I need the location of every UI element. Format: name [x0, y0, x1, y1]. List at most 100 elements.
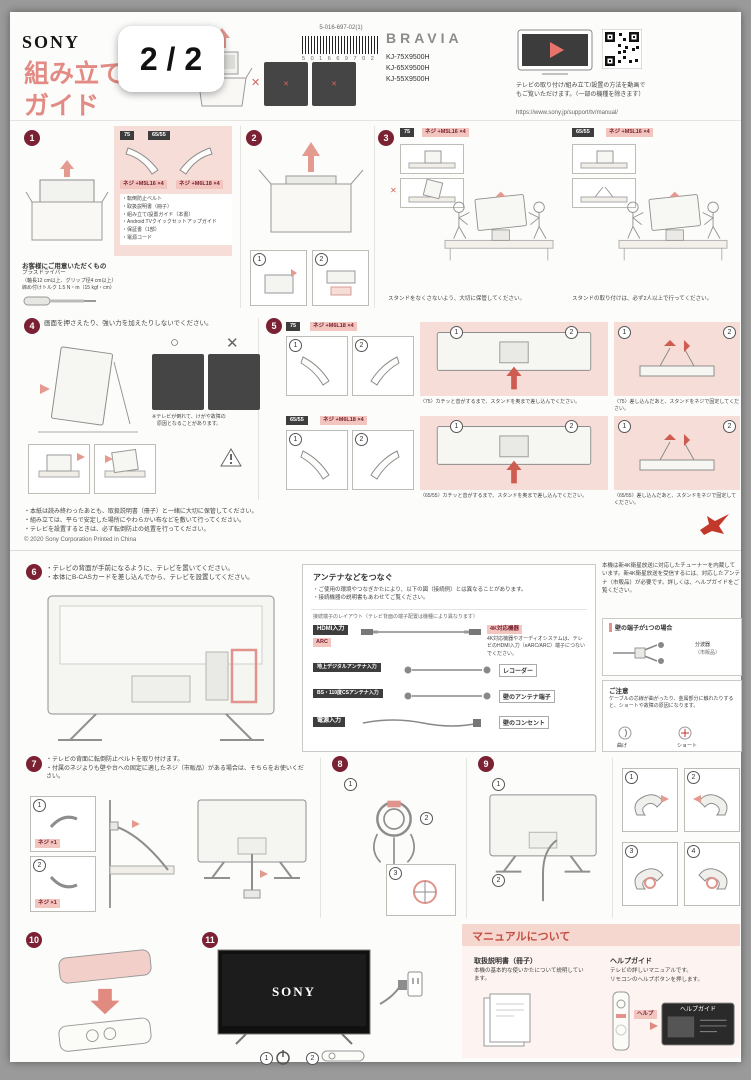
- step5-row1-note-left: 〈75〉カチッと音がするまで、スタンドを奥まで差し込んでください。: [420, 399, 581, 405]
- step3-right-caption: スタンドの取り付けは、必ず2人以上で行ってください。: [572, 296, 713, 302]
- tools-heading: お客様にご用意いただくもの: [22, 263, 107, 270]
- cable-clip-thumb: 3: [622, 842, 678, 906]
- stand-leg-icon: [300, 356, 330, 386]
- substep-number: 2: [306, 1052, 319, 1065]
- accessory-list: ・転倒防止ベルト ・取扱説明書（冊子） ・組み立て/設置ガイド（本書） ・And…: [120, 194, 232, 245]
- divider: [240, 126, 241, 308]
- step-number-8: 8: [332, 756, 348, 772]
- substep-number: 1: [344, 778, 357, 791]
- ng-mark: ✕: [226, 335, 239, 352]
- wrong-handling-photo-2: ✕: [312, 62, 356, 106]
- power-button-icon: [276, 1050, 290, 1065]
- step-number-5: 5: [266, 318, 282, 334]
- step-number-9: 9: [478, 756, 494, 772]
- short-circuit-icon: [678, 726, 692, 740]
- stand-leg-icon: [300, 450, 330, 480]
- substep-number: 3: [625, 845, 638, 858]
- screw-label: ネジ +M5L16 ×4: [606, 128, 653, 137]
- caution-box: ご注意 ケーブルの芯線が曲がったり、金属部分に触れたりすると、ショートや故障の原…: [602, 680, 742, 752]
- substep-number: 1: [253, 253, 266, 266]
- step7-bullet: ・付属のネジよりも壁や台への固定に適したネジ（市販品）がある場合は、そちらをお使…: [46, 765, 304, 781]
- size-badge-75: 75: [286, 322, 301, 332]
- tv-back-belt-icon: [197, 799, 307, 899]
- antenna-section: アンテナなどをつなぐ ・ご使用の環境やつなぎかたにより、以下の図（接続例）とは異…: [302, 564, 596, 752]
- x-mark-icon: ✕: [331, 81, 337, 88]
- substep-number: 4: [687, 845, 700, 858]
- x-mark-icon: ✕: [283, 81, 289, 88]
- cable-clip-thumb: 4: [684, 842, 740, 906]
- manual-page: SONY 組み立て/設置 ガイド ✕ ✕ ✕ 5-016-697-02(1) 5…: [10, 12, 742, 1065]
- divider: [374, 126, 375, 308]
- stand-screw-panel: 1 2: [614, 322, 740, 396]
- step6-bullet: ・本体にB-CASカードを差し込んでから、テレビを設置してください。: [46, 574, 254, 582]
- placement-ok-thumb: [572, 144, 636, 174]
- wall-anchor-icon: [109, 800, 175, 908]
- splitter-icon: [613, 642, 664, 664]
- step4-detail-thumb: [94, 444, 156, 494]
- new4k-paragraph: 本機は新4K衛星放送に対応したチューナーを内蔵しています。新4K衛星放送を受信す…: [602, 563, 740, 594]
- step-number-2: 2: [246, 130, 262, 146]
- stand-leg-icon: [179, 147, 213, 175]
- screw-label: ネジ ×1: [35, 839, 60, 848]
- caution-triangle-icon: [220, 448, 242, 467]
- ok-mark: ○: [170, 334, 180, 351]
- stand-part-thumb: 2: [352, 430, 414, 490]
- size-badge-75: 75: [120, 131, 135, 141]
- stand-part-thumb: 1: [286, 430, 348, 490]
- stand-insert-panel: 1 2: [420, 416, 608, 490]
- barcode-digits: 5 0 1 6 6 9 7 0 2: [302, 56, 376, 62]
- antenna-bullet: ・ご使用の環境やつなぎかたにより、以下の図（接続例）とは異なることがあります。: [313, 587, 527, 593]
- arrow-right-icon: [650, 1022, 658, 1030]
- substep-number: 1: [618, 326, 631, 339]
- substep-number: 2: [355, 433, 368, 446]
- device-label: 壁のアンテナ端子: [499, 690, 555, 703]
- booklet-text: 本機の基本的な使いかたについて説明しています。: [474, 968, 584, 982]
- screw-label: ネジ +M6L18 ×4: [320, 416, 367, 425]
- bravia-logo: BRAVIA: [386, 30, 463, 46]
- supplied-parts-panel: 75 65/55 ネジ +M5L16 ×4 ネジ +M6L18 ×4 ・転倒防止…: [114, 126, 232, 256]
- accessory-item: ・組み立て/設置ガイド（本書）: [122, 211, 194, 218]
- substep-number: 2: [492, 874, 505, 887]
- belt-part-thumb: 2 ネジ ×1: [30, 856, 96, 912]
- handling-photo-ng: [208, 354, 260, 410]
- power-cord-icon: [362, 719, 481, 727]
- substep-number: 1: [289, 433, 302, 446]
- screw-fix-icon: [639, 434, 715, 471]
- antenna-bullet: ・接続機器の説明書もあわせてご覧ください。: [313, 594, 429, 601]
- remote-icon: [612, 991, 630, 1051]
- footnote: ・テレビを設置するときは、必ず転倒防止の処置を行ってください。: [24, 527, 210, 533]
- size-badge-65-55: 65/55: [148, 131, 170, 141]
- step-number-11: 11: [202, 932, 218, 948]
- divider: [466, 758, 467, 918]
- belt-icon: [49, 875, 78, 889]
- step5-row2-note-right: 〈65/55〉差し込んだあと、スタンドをネジで固定してください。: [614, 493, 737, 507]
- step4-note: ※テレビが倒れて、けがや故障の: [152, 414, 226, 420]
- leaning-panel-icon: [38, 346, 138, 433]
- stand-screw-panel: 1 2: [614, 416, 740, 490]
- divider: [10, 120, 741, 121]
- tools-line: （軸長12 cm以上、グリップ径4 cm以上）: [22, 278, 117, 284]
- step4-warning-text: 画面を押さえたり、強い力を加えたりしないでください。: [44, 320, 213, 327]
- divider: [612, 758, 613, 918]
- antenna-title: アンテナなどをつなぐ: [313, 573, 393, 582]
- substep-number: 1: [450, 420, 463, 433]
- hdmi-cable-icon: [361, 629, 481, 635]
- booklet-icon: [483, 993, 531, 1047]
- recycle-bird-logo: [700, 514, 729, 535]
- step7-bullet: ・テレビの背面に転倒防止ベルトを取り付けます。: [46, 757, 184, 763]
- help-button-label: ヘルプ: [634, 1010, 657, 1019]
- screwdriver-icon: [23, 296, 96, 306]
- screw-label: ネジ +M5L16 ×4: [120, 180, 167, 189]
- screw-label: ネジ +M6L18 ×4: [176, 180, 223, 189]
- two-person-lift-icon: [618, 191, 728, 261]
- manuals-section: マニュアルについて 取扱説明書（冊子） 本機の基本的な使いかたについて説明してい…: [462, 924, 740, 1058]
- tools-line: 締め付けトルク 1.5 N・m（15 kgf・cm）: [22, 285, 115, 291]
- step4-note: 原因となることがあります。: [152, 421, 222, 428]
- open-box-icon: [25, 160, 109, 241]
- model-number: KJ-65X9500H: [386, 65, 430, 73]
- cable-clip-thumb: 1: [622, 768, 678, 832]
- cable-clip-thumb: 2: [684, 768, 740, 832]
- wall-box-title: 壁の端子が1つの場合: [609, 623, 672, 632]
- help-screen-icon: [661, 1002, 735, 1046]
- layout-note: 接続端子のレイアウト（テレビ背面の端子配置は機種により異なります）: [313, 614, 478, 620]
